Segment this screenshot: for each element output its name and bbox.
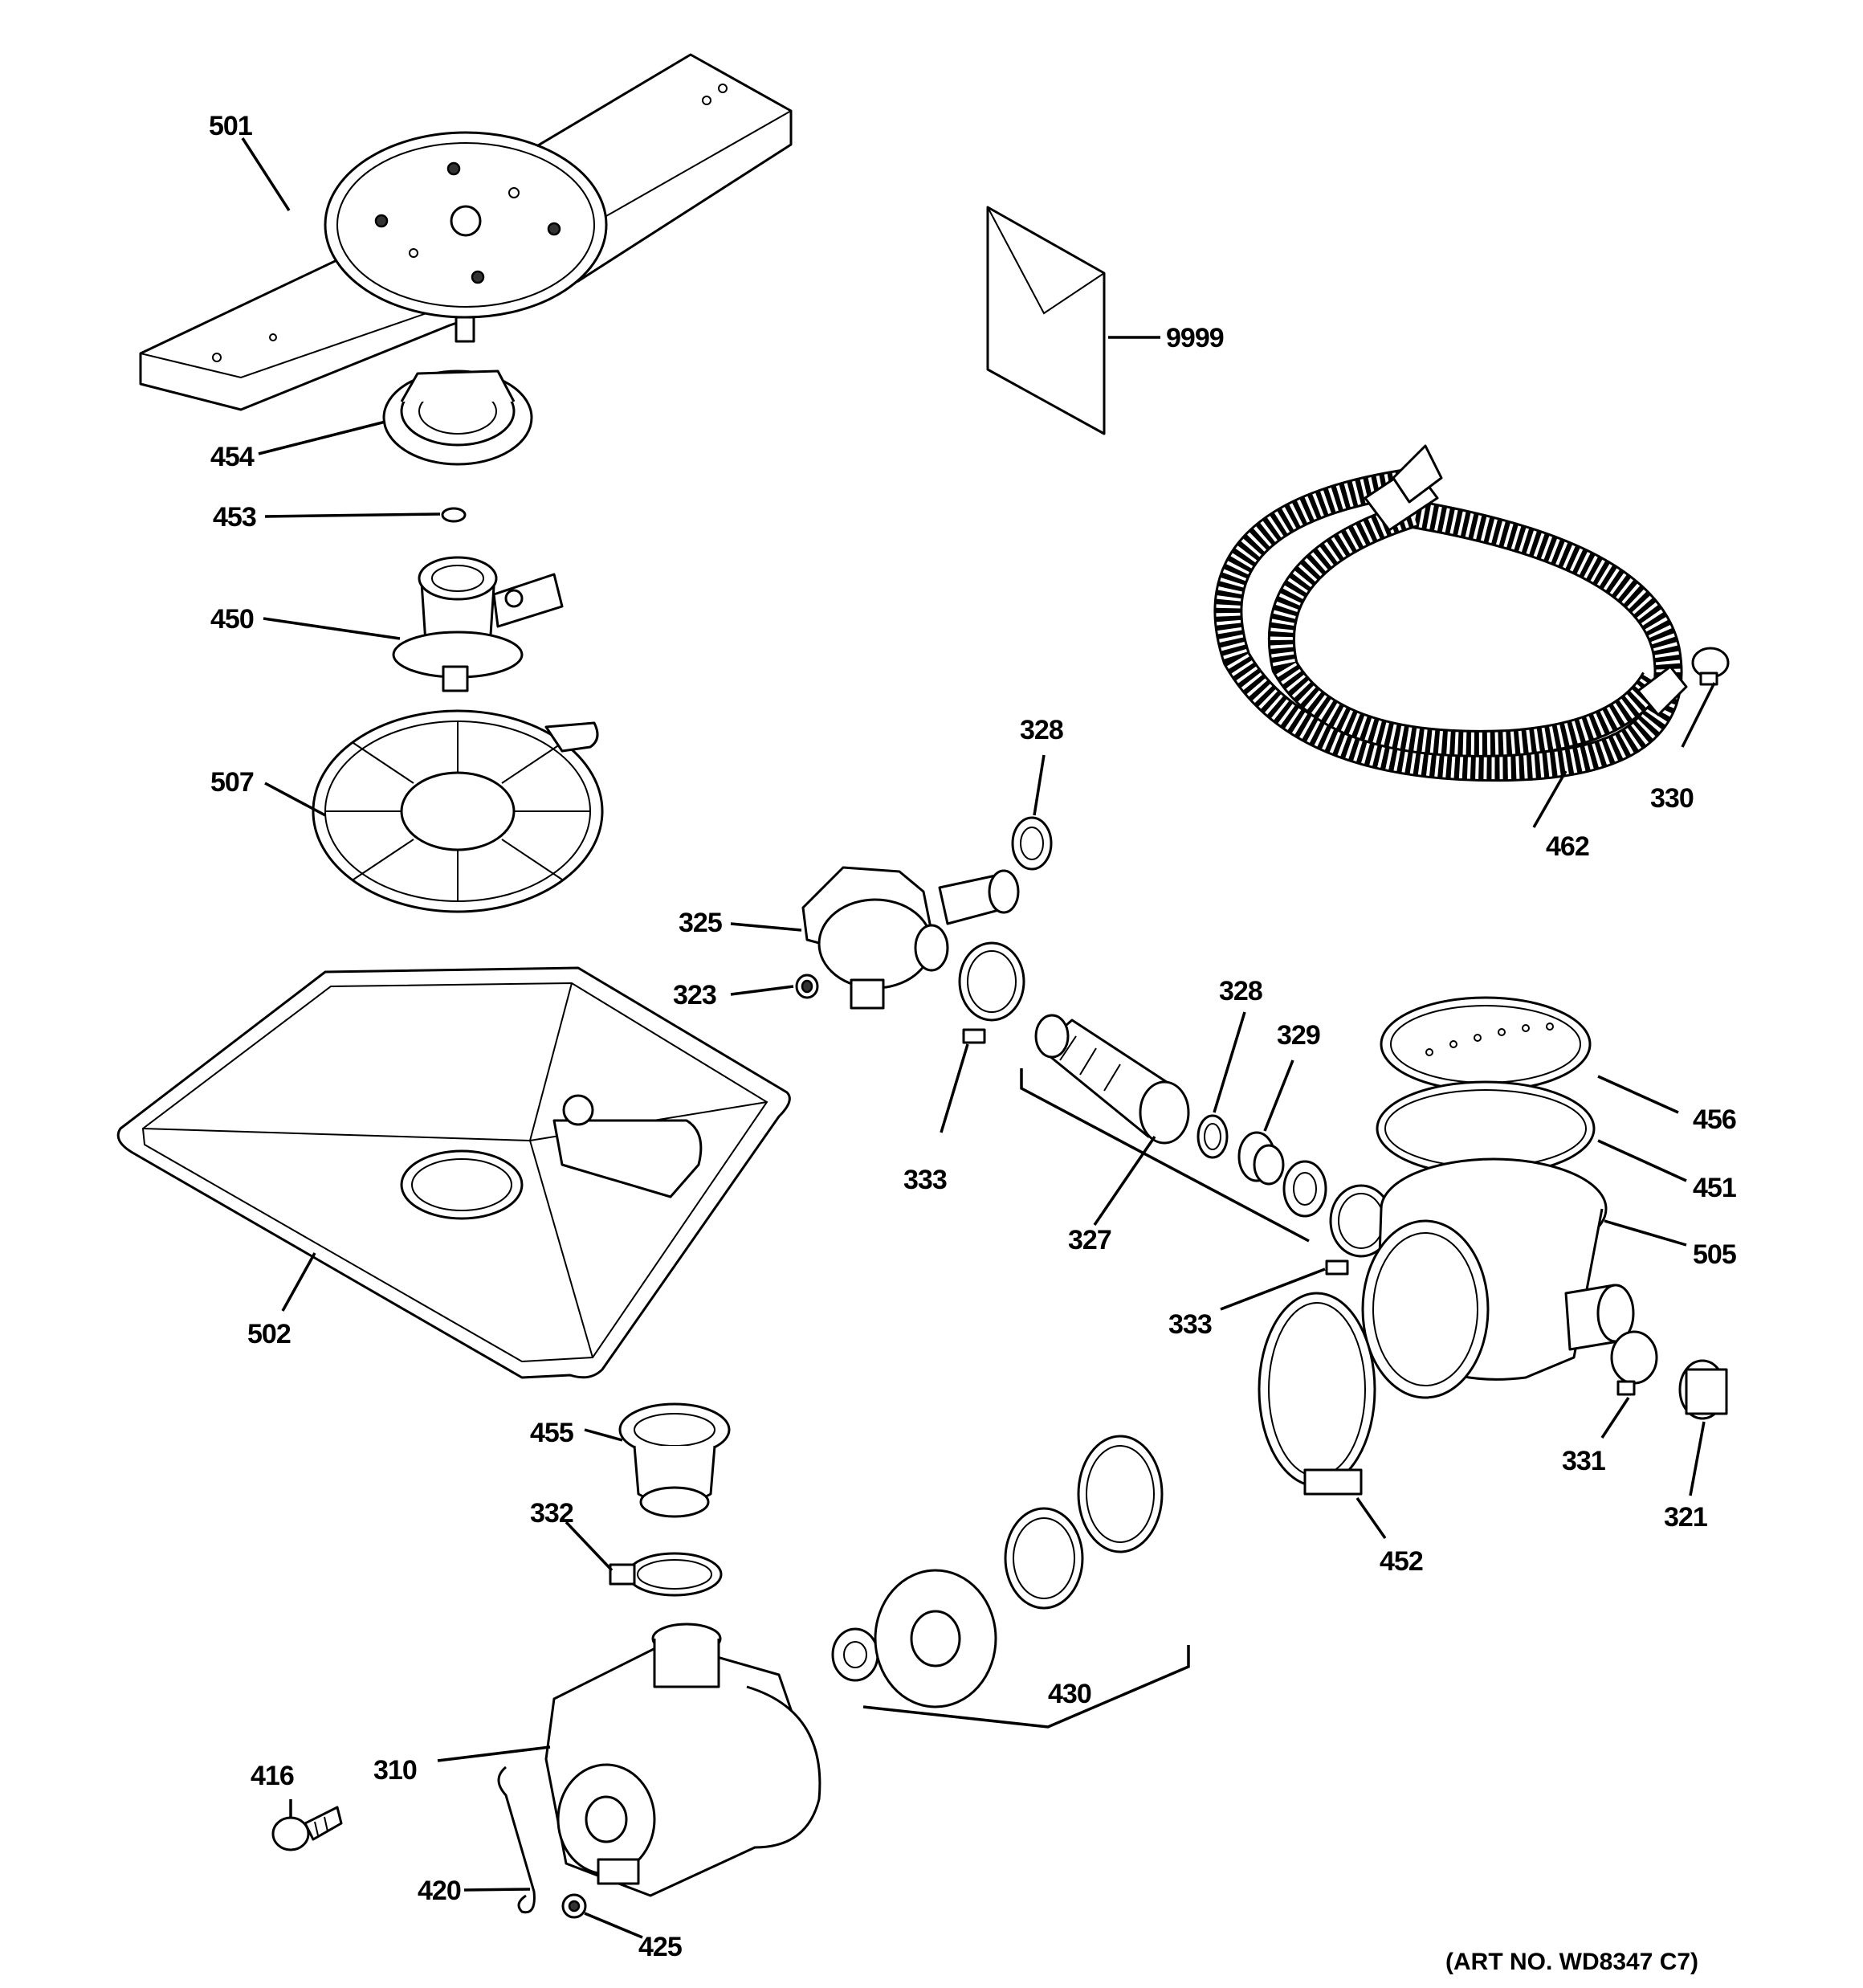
part-labels: 501 454 453 450 507 9999 328 325 323 333… [209,111,1737,1962]
part-462-drain-hose[interactable] [1213,444,1688,782]
label-456: 456 [1693,1104,1736,1135]
label-329: 329 [1277,1020,1320,1051]
part-333-clamp-lower[interactable] [1325,1184,1393,1276]
part-502-gasket[interactable] [116,966,791,1379]
label-325: 325 [679,908,722,938]
label-501: 501 [209,111,252,141]
label-430: 430 [1048,1679,1091,1709]
leader-lines [241,137,1716,1939]
part-330-hose-clamp[interactable] [1691,647,1730,686]
part-328-ring-upper[interactable] [1011,816,1053,871]
label-416: 416 [251,1761,294,1791]
part-327-conduit[interactable] [1034,1014,1190,1145]
label-505: 505 [1693,1239,1736,1270]
part-455-grommet[interactable] [618,1402,731,1518]
label-507: 507 [210,767,254,798]
part-451-o-ring-large[interactable] [1376,1080,1596,1177]
part-416-screw[interactable] [271,1806,343,1851]
part-501-spray-arm[interactable] [139,53,793,411]
label-453: 453 [213,502,256,533]
label-451: 451 [1693,1173,1736,1203]
label-328-middle: 328 [1219,976,1262,1006]
part-323-nut[interactable] [795,974,819,999]
part-325-diverter[interactable] [801,866,1020,1010]
label-310: 310 [373,1755,417,1786]
part-507-filter[interactable] [312,709,604,913]
label-502: 502 [247,1319,291,1349]
label-450: 450 [210,604,254,635]
label-454: 454 [210,442,255,472]
part-331-clamp-small[interactable] [1610,1330,1658,1396]
part-328-ring-middle[interactable] [1196,1114,1229,1159]
label-332: 332 [530,1498,573,1529]
label-9999: 9999 [1166,323,1224,353]
label-330: 330 [1650,783,1694,814]
label-323: 323 [673,980,716,1010]
part-327-fitting[interactable] [1282,1160,1327,1218]
label-462: 462 [1546,831,1589,862]
part-430-impeller-kit[interactable] [831,1435,1164,1708]
part-332-hose-clamp[interactable] [609,1552,723,1597]
label-327: 327 [1068,1225,1111,1255]
label-455: 455 [530,1418,573,1448]
part-425-nut[interactable] [561,1893,587,1919]
part-9999-literature[interactable] [986,206,1106,435]
part-505-sump[interactable] [1361,1157,1635,1399]
part-453-o-ring[interactable] [441,507,467,523]
label-331: 331 [1562,1446,1605,1476]
part-452-large-clamp[interactable] [1258,1292,1376,1496]
part-450-manifold[interactable] [392,556,564,692]
part-329-seal[interactable] [1237,1131,1285,1186]
part-333-clamp-upper[interactable] [958,941,1025,1044]
label-425: 425 [638,1932,682,1962]
part-310-pump-motor[interactable] [544,1623,821,1897]
label-420: 420 [418,1876,461,1906]
part-420-retainer-wire[interactable] [497,1766,536,1914]
label-333-lower: 333 [1168,1309,1212,1340]
part-454-hub[interactable] [382,369,533,466]
label-328-upper: 328 [1020,715,1063,745]
art-number: (ART NO. WD8347 C7) [1445,1949,1698,1975]
part-456-cover-seal[interactable] [1380,996,1592,1092]
part-321-sensor[interactable] [1678,1359,1728,1420]
label-452: 452 [1380,1546,1423,1577]
label-321: 321 [1664,1502,1707,1533]
label-333-upper: 333 [903,1165,947,1195]
